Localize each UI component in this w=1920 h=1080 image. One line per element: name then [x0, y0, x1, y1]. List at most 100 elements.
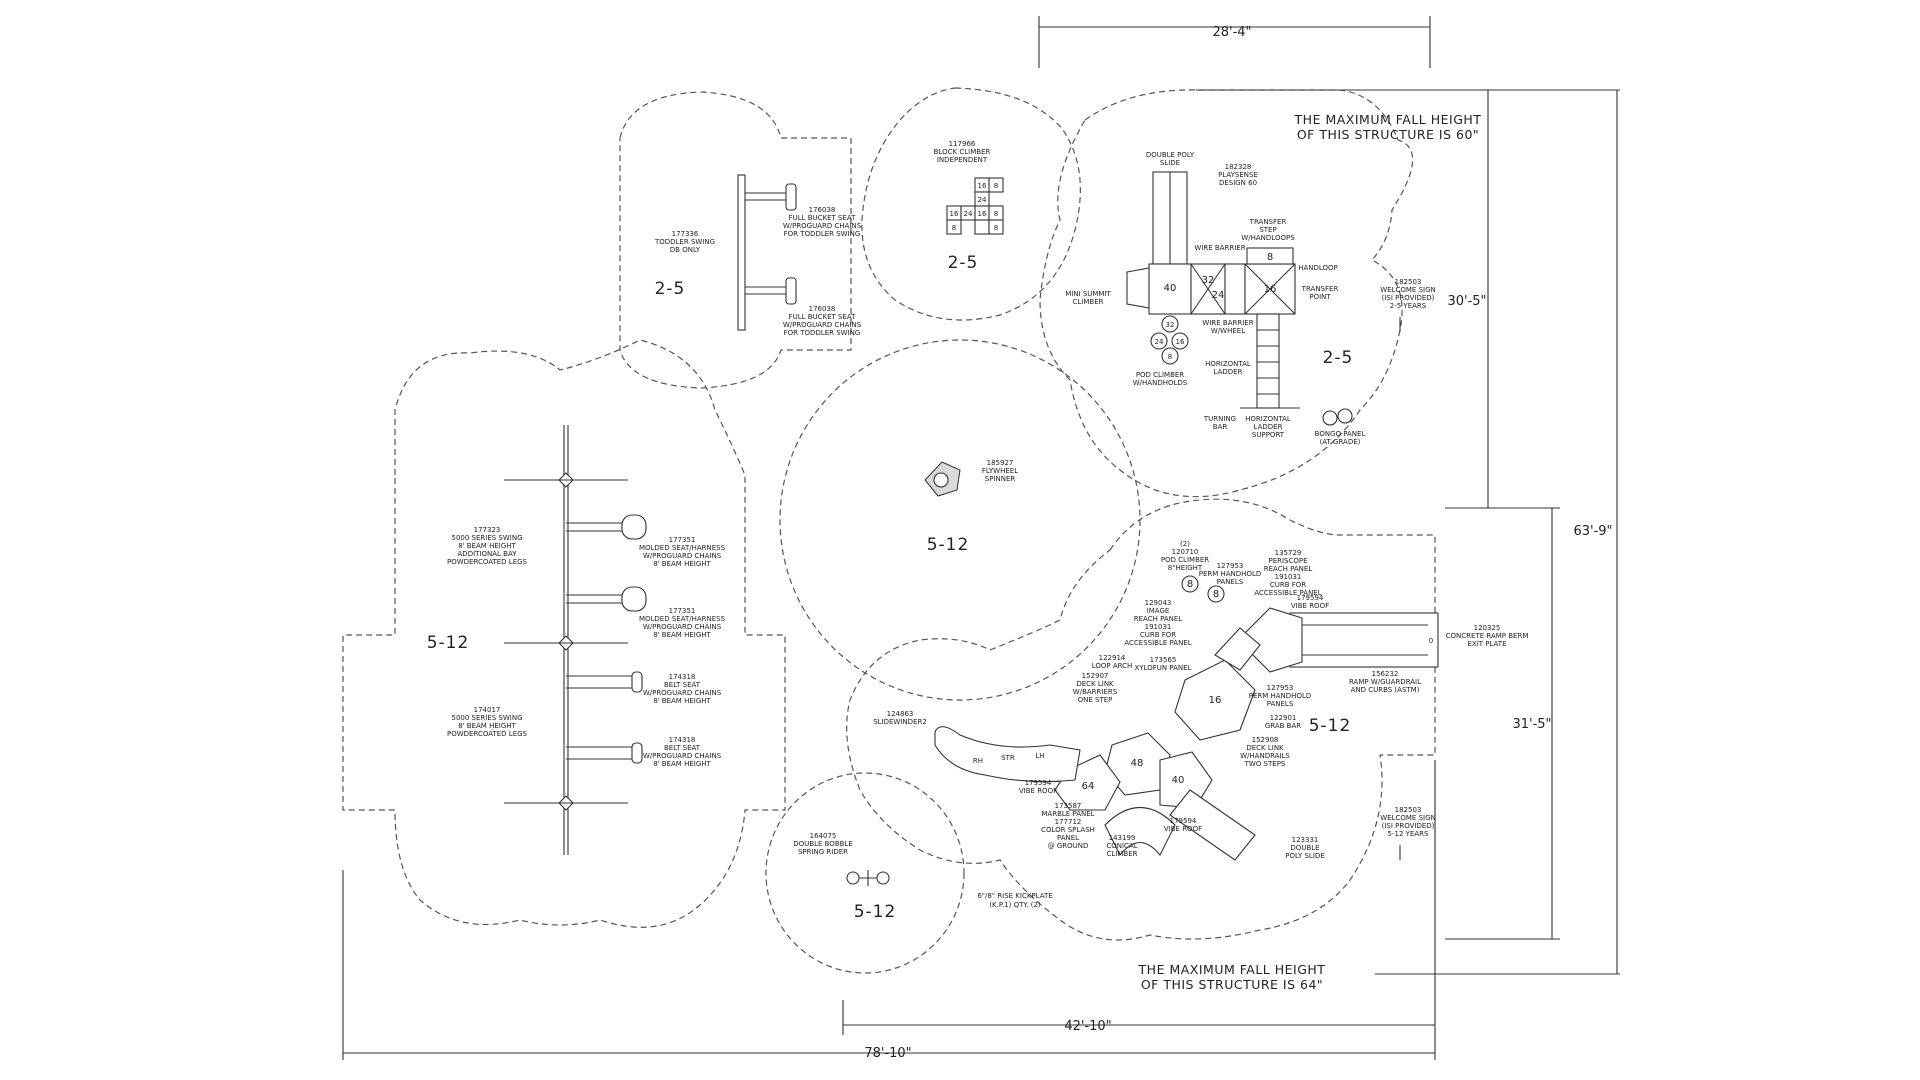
label-line: 177323	[474, 526, 501, 534]
label-turning-bar: TURNING BAR	[1203, 415, 1236, 431]
label-line: DB ONLY	[670, 246, 701, 254]
label-line: HORIZONTAL	[1205, 360, 1251, 368]
label-line: 122914	[1099, 654, 1126, 662]
label-line: MINI SUMMIT	[1065, 290, 1111, 298]
dimension-bottom-total: 78'-10"	[864, 1046, 911, 1061]
label-swing-5000-b: 174017 5000 SERIES SWING 8' BEAM HEIGHT …	[447, 706, 528, 738]
label-line: 156232	[1372, 670, 1399, 678]
label-welcome-sign-top: 182503 WELCOME SIGN (ISI PROVIDED) 2-5 Y…	[1380, 278, 1436, 310]
label-line: W/PROGUARD CHAINS	[643, 689, 722, 697]
label-vibe-roof-mid: 179594 VIBE ROOF	[1164, 817, 1202, 833]
label-kickplate: 6"/8" RISE KICKPLATE (K.P.1) QTY. (2)	[977, 892, 1052, 909]
label-vibe-roof-left: 179594 VIBE ROOF	[1019, 779, 1057, 795]
label-line: 177336	[672, 230, 699, 238]
label-line: 5000 SERIES SWING	[451, 534, 522, 542]
label-line: 173565	[1150, 656, 1177, 664]
label-line: 179594	[1297, 594, 1324, 602]
label-line: HORIZONTAL	[1245, 415, 1291, 423]
label-wire-barrier-wheel: WIRE BARRIER W/WHEEL	[1202, 319, 1253, 335]
label-toddler-swing: 177336 TODDLER SWING DB ONLY	[654, 230, 715, 254]
label-line: SLIDE	[1160, 159, 1180, 167]
label-line: WELCOME SIGN	[1380, 814, 1436, 822]
pod-8: 8	[1168, 353, 1172, 361]
label-line: @ GROUND	[1048, 842, 1089, 850]
deck-16-label: 16	[1209, 695, 1222, 706]
label-line: SPINNER	[985, 475, 1016, 483]
deck-24: 24	[1212, 290, 1225, 301]
double-poly-slide-bottom	[1169, 789, 1256, 861]
label-line: TURNING	[1203, 415, 1236, 423]
label-line: (K.P.1) QTY. (2)	[989, 901, 1041, 909]
label-line: CONCRETE RAMP BERM	[1446, 632, 1529, 640]
label-playsense: 182328 PLAYSENSE DESIGN 60	[1218, 163, 1258, 187]
spring-rider	[846, 870, 890, 886]
label-line: (AT GRADE)	[1320, 438, 1361, 446]
label-line: CURB FOR	[1140, 631, 1176, 639]
zone-toddler-swing	[619, 91, 852, 389]
label-line: 117966	[949, 140, 976, 148]
label-line: W/BARRIERS	[1073, 688, 1118, 696]
label-line: 8' BEAM HEIGHT	[653, 560, 711, 568]
label-line: CONICAL	[1106, 842, 1137, 850]
label-line: INDEPENDENT	[937, 156, 988, 164]
label-line: FULL BUCKET SEAT	[789, 214, 857, 222]
label-double-poly-slide-top: DOUBLE POLY SLIDE	[1146, 151, 1195, 167]
label-line: CLIMBER	[1107, 850, 1138, 858]
label-line: 127953	[1267, 684, 1294, 692]
label-line: VIBE ROOF	[1019, 787, 1057, 795]
label-line: DOUBLE BOBBLE	[793, 840, 853, 848]
block-number: 16	[978, 210, 987, 218]
label-wire-barrier: WIRE BARRIER	[1194, 244, 1245, 252]
label-concrete-ramp: 120325 CONCRETE RAMP BERM EXIT PLATE	[1446, 624, 1529, 648]
label-line: 174318	[669, 736, 696, 744]
label-line: ACCESSIBLE PANEL	[1124, 639, 1191, 647]
label-line: 174017	[474, 706, 501, 714]
age-label-structure-60: 2-5	[1323, 348, 1354, 368]
dimension-right-total: 63'-9"	[1573, 524, 1612, 539]
molded-seat-1	[621, 514, 647, 540]
label-line: 191031	[1275, 573, 1302, 581]
label-line: 8' BEAM HEIGHT	[458, 722, 516, 730]
label-line: ONE STEP	[1078, 696, 1113, 704]
label-line: VIBE ROOF	[1164, 825, 1202, 833]
label-line: IMAGE	[1147, 607, 1170, 615]
label-line: BELT SEAT	[664, 681, 701, 689]
pod-8-a: 8	[1187, 579, 1193, 590]
label-line: COLOR SPLASH	[1041, 826, 1095, 834]
label-line: POLY SLIDE	[1285, 852, 1324, 860]
label-line: GRAB BAR	[1265, 722, 1301, 730]
swing-bay-frame	[504, 425, 647, 855]
label-line: CURB FOR	[1270, 581, 1306, 589]
pod-24: 24	[1155, 338, 1164, 346]
label-handloop: HANDLOOP	[1298, 264, 1338, 272]
label-line: 191031	[1145, 623, 1172, 631]
label-line: W/PROGUARD CHAINS	[643, 623, 722, 631]
label-marble-panel: 173587 MARBLE PANEL 177712 COLOR SPLASH …	[1041, 802, 1095, 850]
belt-seat-2	[631, 742, 643, 764]
zone-block-climber	[861, 87, 1081, 321]
label-xylofun: 173565 XYLOFUN PANEL	[1135, 656, 1192, 672]
label-line: 173587	[1055, 802, 1082, 810]
label-line: RAMP W/GUARDRAIL	[1349, 678, 1421, 686]
label-line: BAR	[1213, 423, 1228, 431]
label-bucket-seat-2: 176038 FULL BUCKET SEAT W/PROGUARD CHAIN…	[783, 305, 862, 337]
label-line: 122901	[1270, 714, 1297, 722]
label-line: W/PROGUARD CHAINS	[643, 752, 722, 760]
zone-swing-bay	[342, 339, 786, 928]
label-line: W/WHEEL	[1211, 327, 1245, 335]
label-line: TRANSFER	[1301, 285, 1339, 293]
label-line: STEP	[1259, 226, 1276, 234]
label-periscope: 135729 PERISCOPE REACH PANEL 191031 CURB…	[1254, 549, 1321, 597]
label-double-poly-slide-bottom: 123331 DOUBLE POLY SLIDE	[1285, 836, 1324, 860]
label-line: WELCOME SIGN	[1380, 286, 1436, 294]
label-horizontal-ladder: HORIZONTAL LADDER	[1205, 360, 1251, 376]
block-climber-grid: 16 8 24 16 24 16 8 8 8	[946, 177, 1004, 235]
age-label-spring-rider: 5-12	[854, 902, 897, 922]
pod-32: 32	[1166, 321, 1175, 329]
label-line: FLYWHEEL	[982, 467, 1018, 475]
structure-60: 40 32 24 8 16 32 24 16 8	[1126, 171, 1353, 426]
zone-spinner	[779, 339, 1141, 701]
fall-height-note-60-line1: THE MAXIMUM FALL HEIGHT	[1294, 112, 1482, 127]
label-line: SPRING RIDER	[798, 848, 848, 856]
